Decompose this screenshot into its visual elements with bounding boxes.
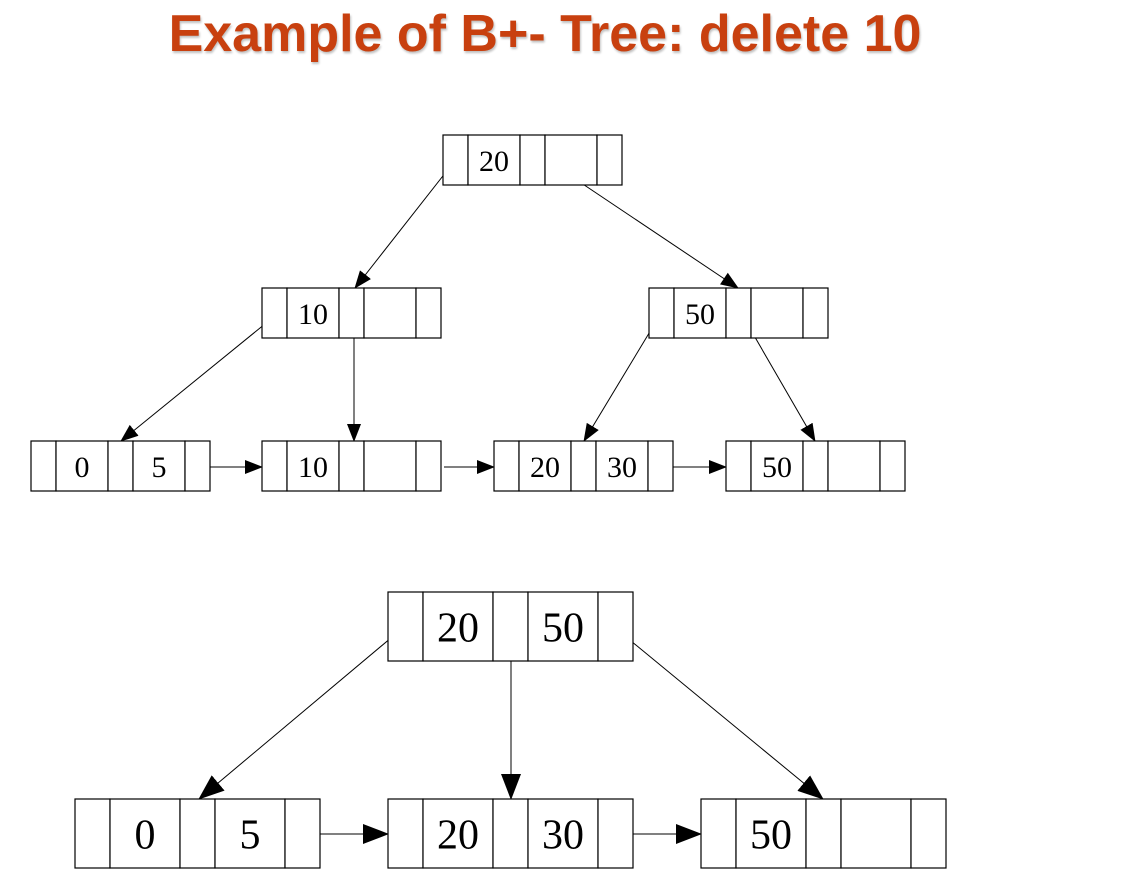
node-key: 5: [152, 451, 167, 484]
pointer-cell: [284, 798, 321, 869]
pointer-cell: [802, 440, 829, 492]
pointer-cell: [442, 134, 469, 186]
node-key: 50: [542, 606, 584, 652]
pointer-cell: [519, 134, 546, 186]
pointer-cell: [492, 798, 529, 869]
pointer-cell: [261, 287, 288, 339]
key-cell: [286, 287, 340, 339]
key-cell: [214, 798, 286, 869]
pointer-cell: [700, 798, 737, 869]
key-cell: [735, 798, 807, 869]
node-key: 50: [762, 451, 792, 484]
pointer-cell: [647, 440, 674, 492]
key-cell: [422, 798, 494, 869]
key-cell: [544, 134, 598, 186]
node-key: 30: [607, 451, 637, 484]
pointer-cell: [338, 440, 365, 492]
key-cell: [527, 798, 599, 869]
pointer-arrow: [613, 626, 824, 800]
pointer-cell: [387, 798, 424, 869]
node-key: 20: [530, 451, 560, 484]
key-cell: [750, 287, 804, 339]
node-key: 0: [75, 451, 90, 484]
pointer-cell: [910, 798, 947, 869]
before-internal-node: 50: [648, 287, 829, 339]
tree-edges: [120, 151, 824, 844]
node-key: 5: [240, 813, 261, 859]
pointer-cell: [879, 440, 906, 492]
after-leaf-node: 50: [700, 798, 947, 869]
pointer-cell: [179, 798, 216, 869]
before-root-node: 20: [442, 134, 623, 186]
key-cell: [132, 440, 186, 492]
node-key: 0: [135, 813, 156, 859]
pointer-arrow: [198, 626, 405, 800]
pointer-arrow: [120, 314, 277, 442]
pointer-cell: [492, 591, 529, 662]
node-key: 10: [298, 298, 328, 331]
key-cell: [55, 440, 109, 492]
node-key: 20: [479, 145, 509, 178]
before-leaf-node: 50: [725, 440, 906, 492]
key-cell: [422, 591, 494, 662]
pointer-arrow: [583, 314, 661, 442]
before-internal-node: 10: [261, 287, 442, 339]
pointer-cell: [493, 440, 520, 492]
pointer-cell: [805, 798, 842, 869]
node-key: 20: [437, 813, 479, 859]
pointer-cell: [802, 287, 829, 339]
pointer-cell: [725, 287, 752, 339]
pointer-cell: [415, 440, 442, 492]
key-cell: [750, 440, 804, 492]
node-key: 20: [437, 606, 479, 652]
key-cell: [673, 287, 727, 339]
pointer-cell: [261, 440, 288, 492]
pointer-cell: [387, 591, 424, 662]
pointer-cell: [725, 440, 752, 492]
before-leaf-node: 10: [261, 440, 442, 492]
pointer-cell: [184, 440, 211, 492]
slide-title: Example of B+- Tree: delete 10: [168, 5, 922, 63]
node-key: 50: [750, 813, 792, 859]
pointer-cell: [107, 440, 134, 492]
pointer-cell: [570, 440, 597, 492]
pointer-cell: [338, 287, 365, 339]
pointer-cell: [597, 591, 634, 662]
key-cell: [363, 440, 417, 492]
pointer-cell: [596, 134, 623, 186]
node-key: 30: [542, 813, 584, 859]
key-cell: [527, 591, 599, 662]
pointer-cell: [30, 440, 57, 492]
pointer-arrow: [354, 157, 458, 289]
key-cell: [518, 440, 572, 492]
key-cell: [827, 440, 881, 492]
pointer-cell: [415, 287, 442, 339]
key-cell: [286, 440, 340, 492]
pointer-cell: [74, 798, 111, 869]
pointer-cell: [648, 287, 675, 339]
key-cell: [840, 798, 912, 869]
node-key: 50: [685, 298, 715, 331]
node-key: 10: [298, 451, 328, 484]
key-cell: [363, 287, 417, 339]
pointer-cell: [597, 798, 634, 869]
